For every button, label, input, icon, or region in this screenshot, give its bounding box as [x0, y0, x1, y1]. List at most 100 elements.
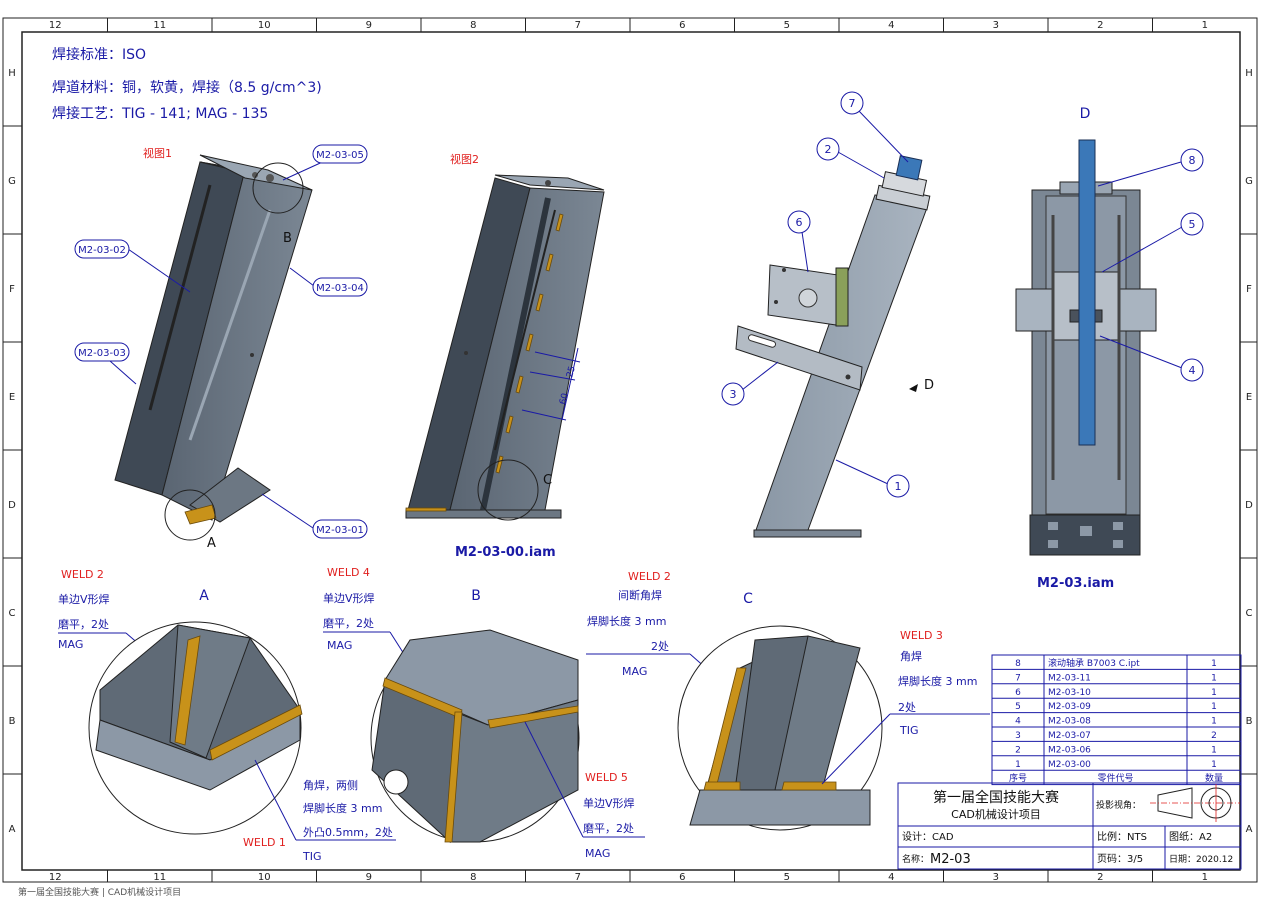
- column-marker: 8: [470, 872, 476, 883]
- svg-text:8: 8: [1189, 154, 1196, 167]
- tb-scale: 比例：NTS: [1097, 830, 1147, 843]
- row-marker: E: [1246, 392, 1252, 403]
- bom-row-code: M2-03-07: [1048, 731, 1091, 741]
- column-marker: 5: [784, 20, 790, 31]
- svg-text:焊脚长度 3 mm: 焊脚长度 3 mm: [303, 801, 382, 815]
- svg-text:WELD 4: WELD 4: [327, 566, 370, 579]
- svg-text:MAG: MAG: [585, 847, 610, 860]
- balloon-6: 6: [787, 210, 811, 273]
- inner-border: [21, 31, 1241, 871]
- view-d-arrow: [909, 384, 918, 392]
- column-marker: 6: [679, 20, 685, 31]
- column-marker: 5: [784, 872, 790, 883]
- svg-text:M2-03-03: M2-03-03: [78, 348, 126, 359]
- view1-part: [114, 154, 313, 525]
- callout-m2-03-01: M2-03-01: [261, 493, 368, 539]
- column-marker: 1: [1202, 872, 1208, 883]
- view2-part: [405, 174, 605, 519]
- note-standard: 焊接标准：ISO: [52, 46, 146, 63]
- bom-header-no: 序号: [1009, 772, 1027, 784]
- callout-m2-03-02: M2-03-02: [74, 239, 191, 293]
- view2-dimensions: 25 60: [521, 347, 581, 421]
- svg-text:WELD 5: WELD 5: [585, 771, 628, 784]
- assembly-view: [735, 155, 931, 538]
- svg-text:焊脚长度 3 mm: 焊脚长度 3 mm: [587, 614, 666, 628]
- tb-competition: 第一届全国技能大赛: [933, 789, 1059, 806]
- svg-text:单边V形焊: 单边V形焊: [58, 592, 110, 606]
- svg-text:1: 1: [895, 480, 902, 493]
- svg-text:MAG: MAG: [327, 639, 352, 652]
- view2-title: 视图2: [450, 152, 479, 166]
- column-marker: 4: [888, 872, 894, 883]
- bom-row-code: M2-03-10: [1048, 688, 1091, 698]
- bom-header-qty: 数量: [1205, 772, 1223, 784]
- svg-text:2处: 2处: [898, 701, 916, 714]
- bom-row-code: M2-03-00: [1048, 760, 1091, 770]
- column-marker: 10: [258, 872, 271, 883]
- bom-row-no: 1: [1015, 760, 1021, 770]
- detail-b-circle: [252, 162, 304, 214]
- view-d-arrow-label: D: [924, 378, 934, 393]
- svg-text:WELD 3: WELD 3: [900, 629, 943, 642]
- svg-text:间断角焊: 间断角焊: [618, 588, 662, 602]
- svg-text:TIG: TIG: [899, 724, 919, 737]
- bom-row-code: 滚动轴承 B7003 C.ipt: [1048, 657, 1140, 669]
- title-block: 第一届全国技能大赛 CAD机械设计项目 投影视角： 设计：CAD 名称： M2-…: [897, 782, 1242, 870]
- bom-row-qty: 1: [1211, 673, 1217, 683]
- tb-date: 日期：2020.12: [1169, 854, 1233, 865]
- callout-m2-03-03: M2-03-03: [74, 342, 137, 385]
- svg-text:2处: 2处: [651, 640, 669, 653]
- detail-c-label: C: [543, 473, 552, 488]
- tb-sheet-size: 图纸：A2: [1169, 830, 1212, 843]
- bom-header-code: 零件代号: [1097, 772, 1133, 784]
- bom-row-no: 7: [1015, 673, 1021, 683]
- svg-text:单边V形焊: 单边V形焊: [583, 796, 635, 810]
- svg-text:M2-03-01: M2-03-01: [316, 525, 364, 536]
- svg-text:4: 4: [1189, 364, 1196, 377]
- detail-a-label: A: [207, 536, 216, 551]
- row-marker: F: [9, 284, 15, 295]
- svg-text:外凸0.5mm，2处: 外凸0.5mm，2处: [303, 826, 393, 839]
- tb-page: 页码：3/5: [1097, 853, 1143, 865]
- svg-text:磨平，2处: 磨平，2处: [58, 618, 109, 631]
- bom-row-no: 5: [1015, 702, 1021, 712]
- svg-text:磨平，2处: 磨平，2处: [323, 617, 374, 630]
- footer-caption: 第一届全国技能大赛 | CAD机械设计项目: [18, 888, 182, 898]
- row-marker: C: [1246, 608, 1253, 619]
- bom-row-qty: 1: [1211, 688, 1217, 698]
- svg-text:M2-03-05: M2-03-05: [316, 150, 364, 161]
- row-marker: A: [9, 824, 16, 835]
- balloon-8: 8: [1097, 148, 1204, 187]
- svg-text:C: C: [743, 591, 753, 607]
- svg-text:M2-03-04: M2-03-04: [316, 283, 364, 294]
- row-marker: G: [1245, 176, 1253, 187]
- svg-text:MAG: MAG: [622, 665, 647, 678]
- bom-row-code: M2-03-09: [1048, 702, 1091, 712]
- balloon-4: 4: [1099, 335, 1204, 382]
- assembly-name: M2-03-00.iam: [455, 545, 556, 560]
- balloon-7: 7: [840, 91, 909, 163]
- column-marker: 11: [153, 20, 166, 31]
- view-d-title: D: [1080, 106, 1091, 122]
- tb-name-label: 名称：: [902, 853, 929, 865]
- balloon-1: 1: [835, 459, 910, 498]
- balloon-5: 5: [1101, 212, 1204, 273]
- column-marker: 10: [258, 20, 271, 31]
- column-marker: 9: [366, 872, 372, 883]
- tb-projection: 投影视角：: [1096, 799, 1141, 811]
- column-marker: 4: [888, 20, 894, 31]
- column-marker: 12: [49, 872, 62, 883]
- column-marker: 7: [575, 872, 581, 883]
- row-marker: H: [1245, 68, 1253, 79]
- detail-c: C WELD 2 间断角焊 焊脚长度 3 mm 2处 MAG WELD 3 角焊…: [586, 570, 990, 831]
- detail-b: B WELD 4 单边V形焊 磨平，2处 MAG WELD 5 单边V形焊 磨平…: [323, 566, 645, 860]
- svg-text:7: 7: [849, 97, 856, 110]
- svg-text:WELD 2: WELD 2: [61, 568, 104, 581]
- svg-text:磨平，2处: 磨平，2处: [583, 822, 634, 835]
- detail-a: A WELD 2 单边V形焊 磨平，2处 MAG WELD 1 角焊，两侧 焊脚…: [58, 568, 396, 863]
- svg-text:2: 2: [825, 143, 832, 156]
- column-marker: 2: [1097, 20, 1103, 31]
